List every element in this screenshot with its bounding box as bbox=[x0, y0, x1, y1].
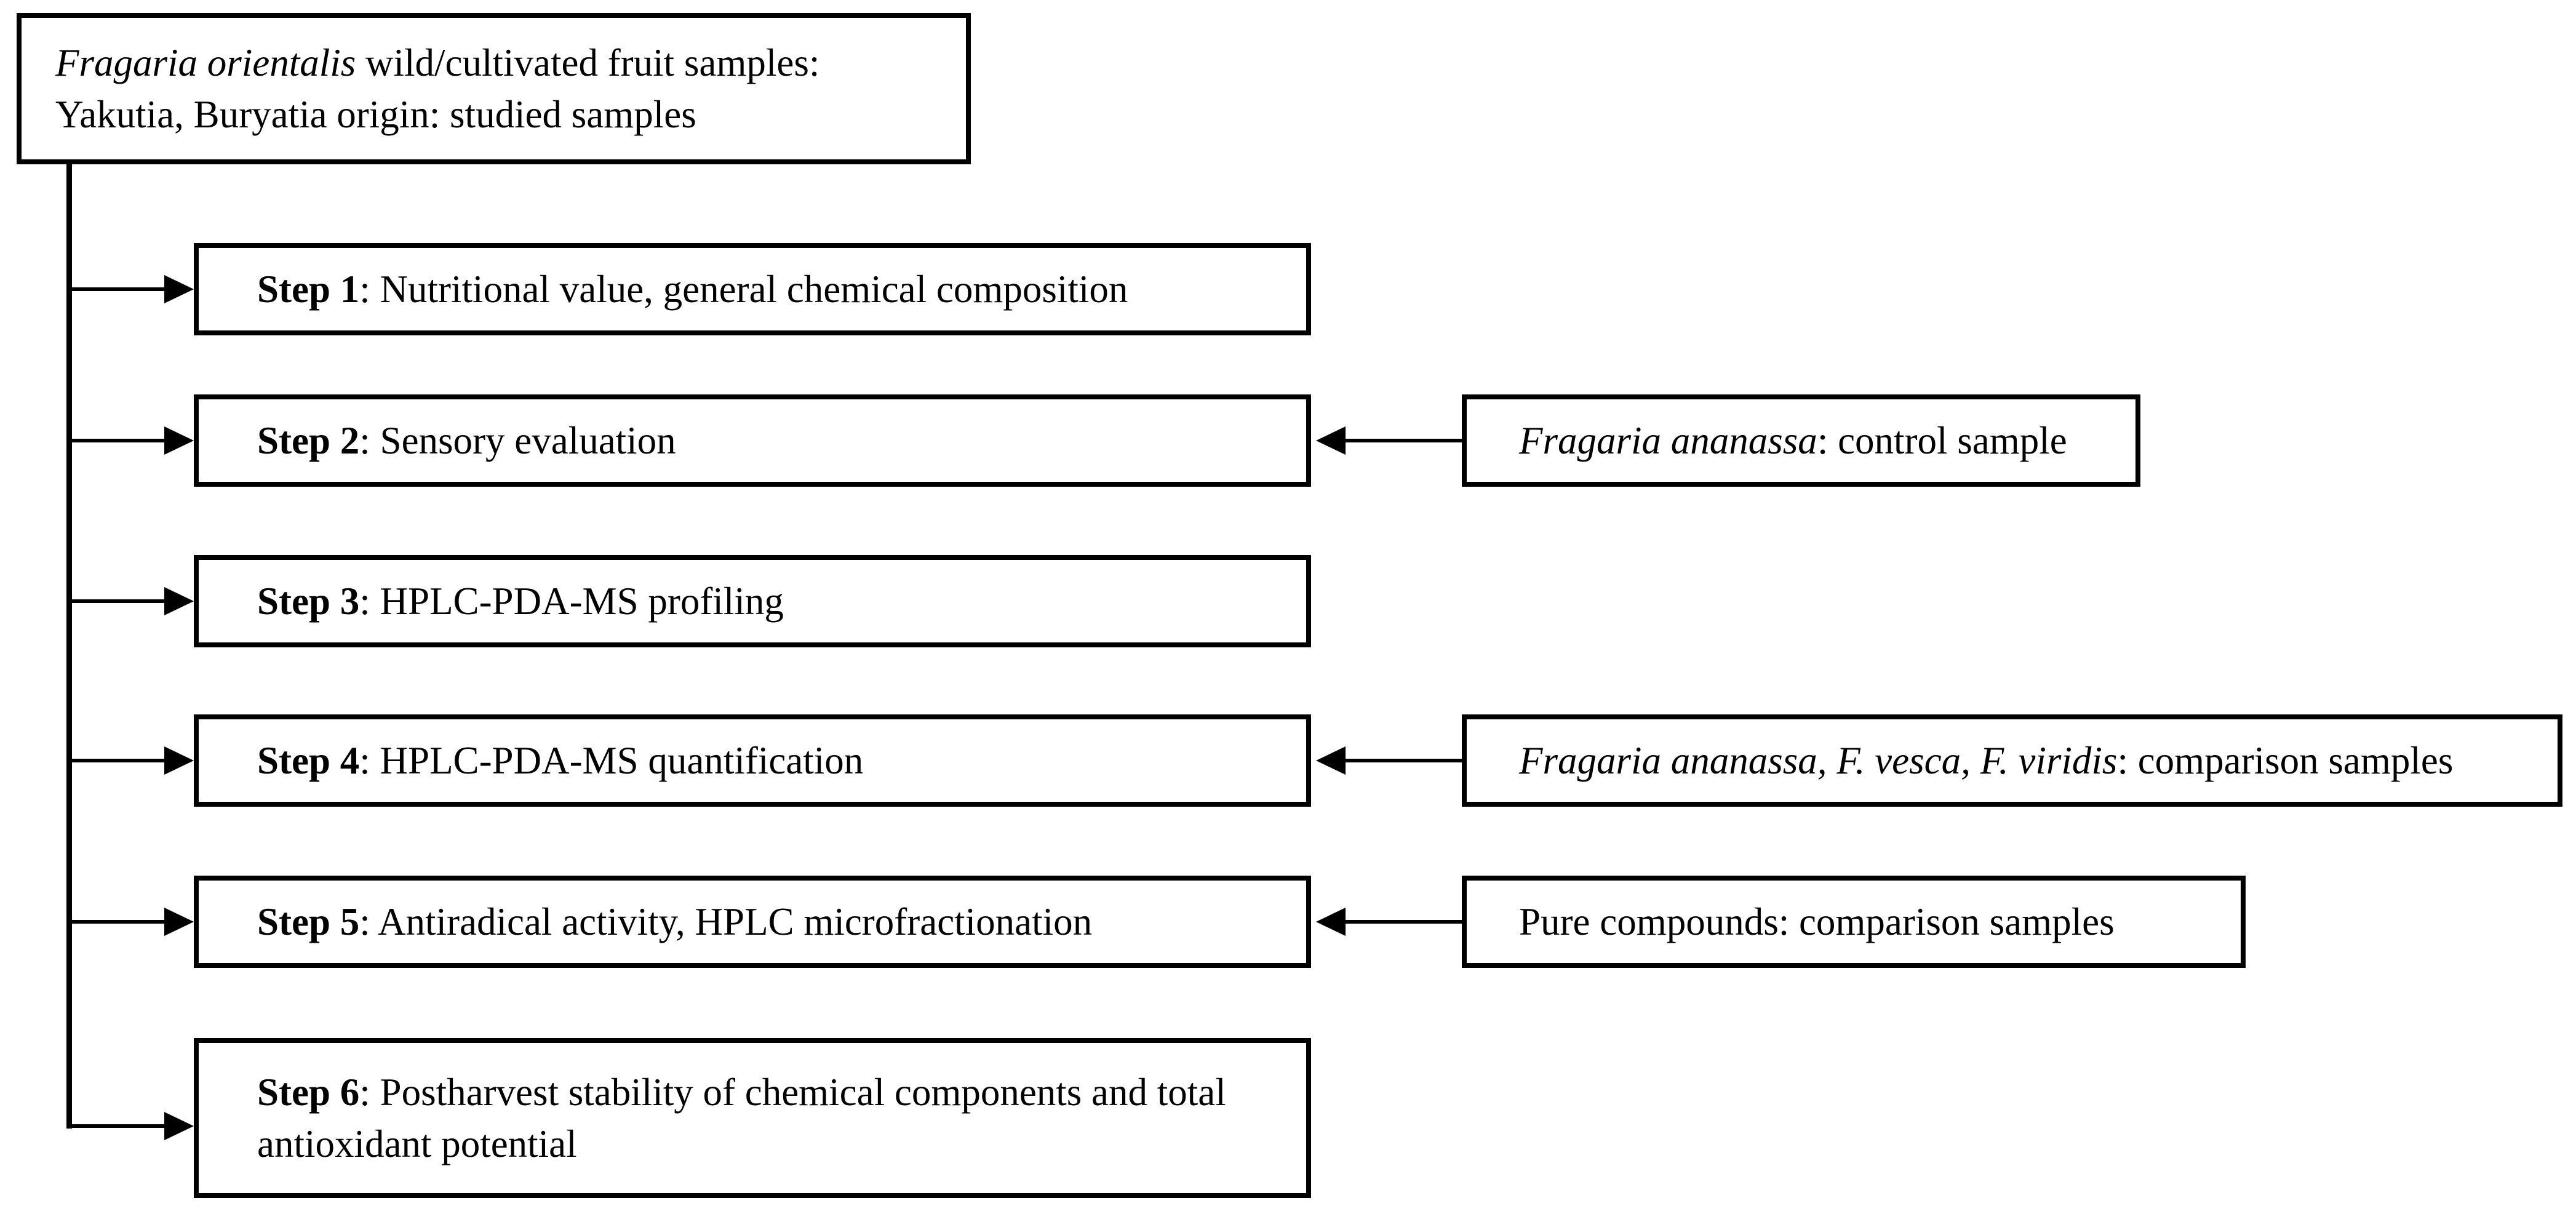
source-box-text: Fragaria orientalis wild/cultivated frui… bbox=[55, 37, 941, 140]
arrow-right-icon bbox=[164, 908, 194, 936]
arrow-right-icon bbox=[164, 275, 194, 303]
reference-species-name: Fragaria ananassa bbox=[1519, 419, 1817, 462]
arrow-left-icon bbox=[1316, 426, 1346, 455]
step-label: Step 1 bbox=[257, 268, 360, 311]
step-box-1: Step 1: Nutritional value, general chemi… bbox=[194, 243, 1311, 335]
step-label: Step 5 bbox=[257, 900, 360, 943]
reference-description: Pure compounds: comparison samples bbox=[1519, 900, 2115, 943]
branch-line-step-2 bbox=[69, 439, 164, 442]
step-box-3: Step 3: HPLC-PDA-MS profiling bbox=[194, 555, 1311, 647]
step-box-2: Step 2: Sensory evaluation bbox=[194, 394, 1311, 487]
connector-trunk-line bbox=[66, 162, 72, 1129]
reference-description: : control sample bbox=[1817, 419, 2067, 462]
arrow-right-icon bbox=[164, 1112, 194, 1140]
step-description: : Sensory evaluation bbox=[359, 419, 676, 462]
arrow-left-icon bbox=[1316, 746, 1346, 775]
branch-line-step-4 bbox=[69, 759, 164, 762]
branch-line-step-6 bbox=[69, 1124, 164, 1128]
reference-species-name: Fragaria ananassa, F. vesca, F. viridis bbox=[1519, 739, 2118, 782]
arrow-right-icon bbox=[164, 746, 194, 775]
step-description: : HPLC-PDA-MS profiling bbox=[359, 580, 784, 623]
step-description: : HPLC-PDA-MS quantification bbox=[359, 739, 864, 782]
step-description: : Postharvest stability of chemical comp… bbox=[257, 1071, 1226, 1165]
arrow-left-icon bbox=[1316, 908, 1346, 936]
branch-line-step-5 bbox=[69, 920, 164, 924]
source-box: Fragaria orientalis wild/cultivated frui… bbox=[17, 13, 971, 164]
arrow-right-icon bbox=[164, 587, 194, 615]
arrow-right-icon bbox=[164, 426, 194, 455]
step-label: Step 3 bbox=[257, 580, 360, 623]
reference-box-pure-compounds: Pure compounds: comparison samples bbox=[1462, 876, 2246, 968]
step-label: Step 2 bbox=[257, 419, 360, 462]
step-label: Step 6 bbox=[257, 1071, 360, 1114]
step-box-4: Step 4: HPLC-PDA-MS quantification bbox=[194, 714, 1311, 807]
branch-line-step-1 bbox=[69, 287, 164, 291]
step-box-6: Step 6: Postharvest stability of chemica… bbox=[194, 1038, 1311, 1198]
reference-box-control-sample: Fragaria ananassa: control sample bbox=[1462, 394, 2140, 487]
side-connector-line-step-2 bbox=[1346, 439, 1462, 442]
reference-description: : comparison samples bbox=[2117, 739, 2454, 782]
step-label: Step 4 bbox=[257, 739, 360, 782]
source-description: wild/cultivated fruit samples: Yakutia, … bbox=[55, 41, 820, 136]
branch-line-step-3 bbox=[69, 599, 164, 603]
side-connector-line-step-5 bbox=[1346, 920, 1462, 924]
reference-box-comparison-species: Fragaria ananassa, F. vesca, F. viridis:… bbox=[1462, 714, 2562, 807]
source-species-name: Fragaria orientalis bbox=[55, 41, 356, 84]
step-description: : Nutritional value, general chemical co… bbox=[359, 268, 1128, 311]
side-connector-line-step-4 bbox=[1346, 759, 1462, 762]
step-box-5: Step 5: Antiradical activity, HPLC micro… bbox=[194, 876, 1311, 968]
step-description: : Antiradical activity, HPLC microfracti… bbox=[359, 900, 1093, 943]
